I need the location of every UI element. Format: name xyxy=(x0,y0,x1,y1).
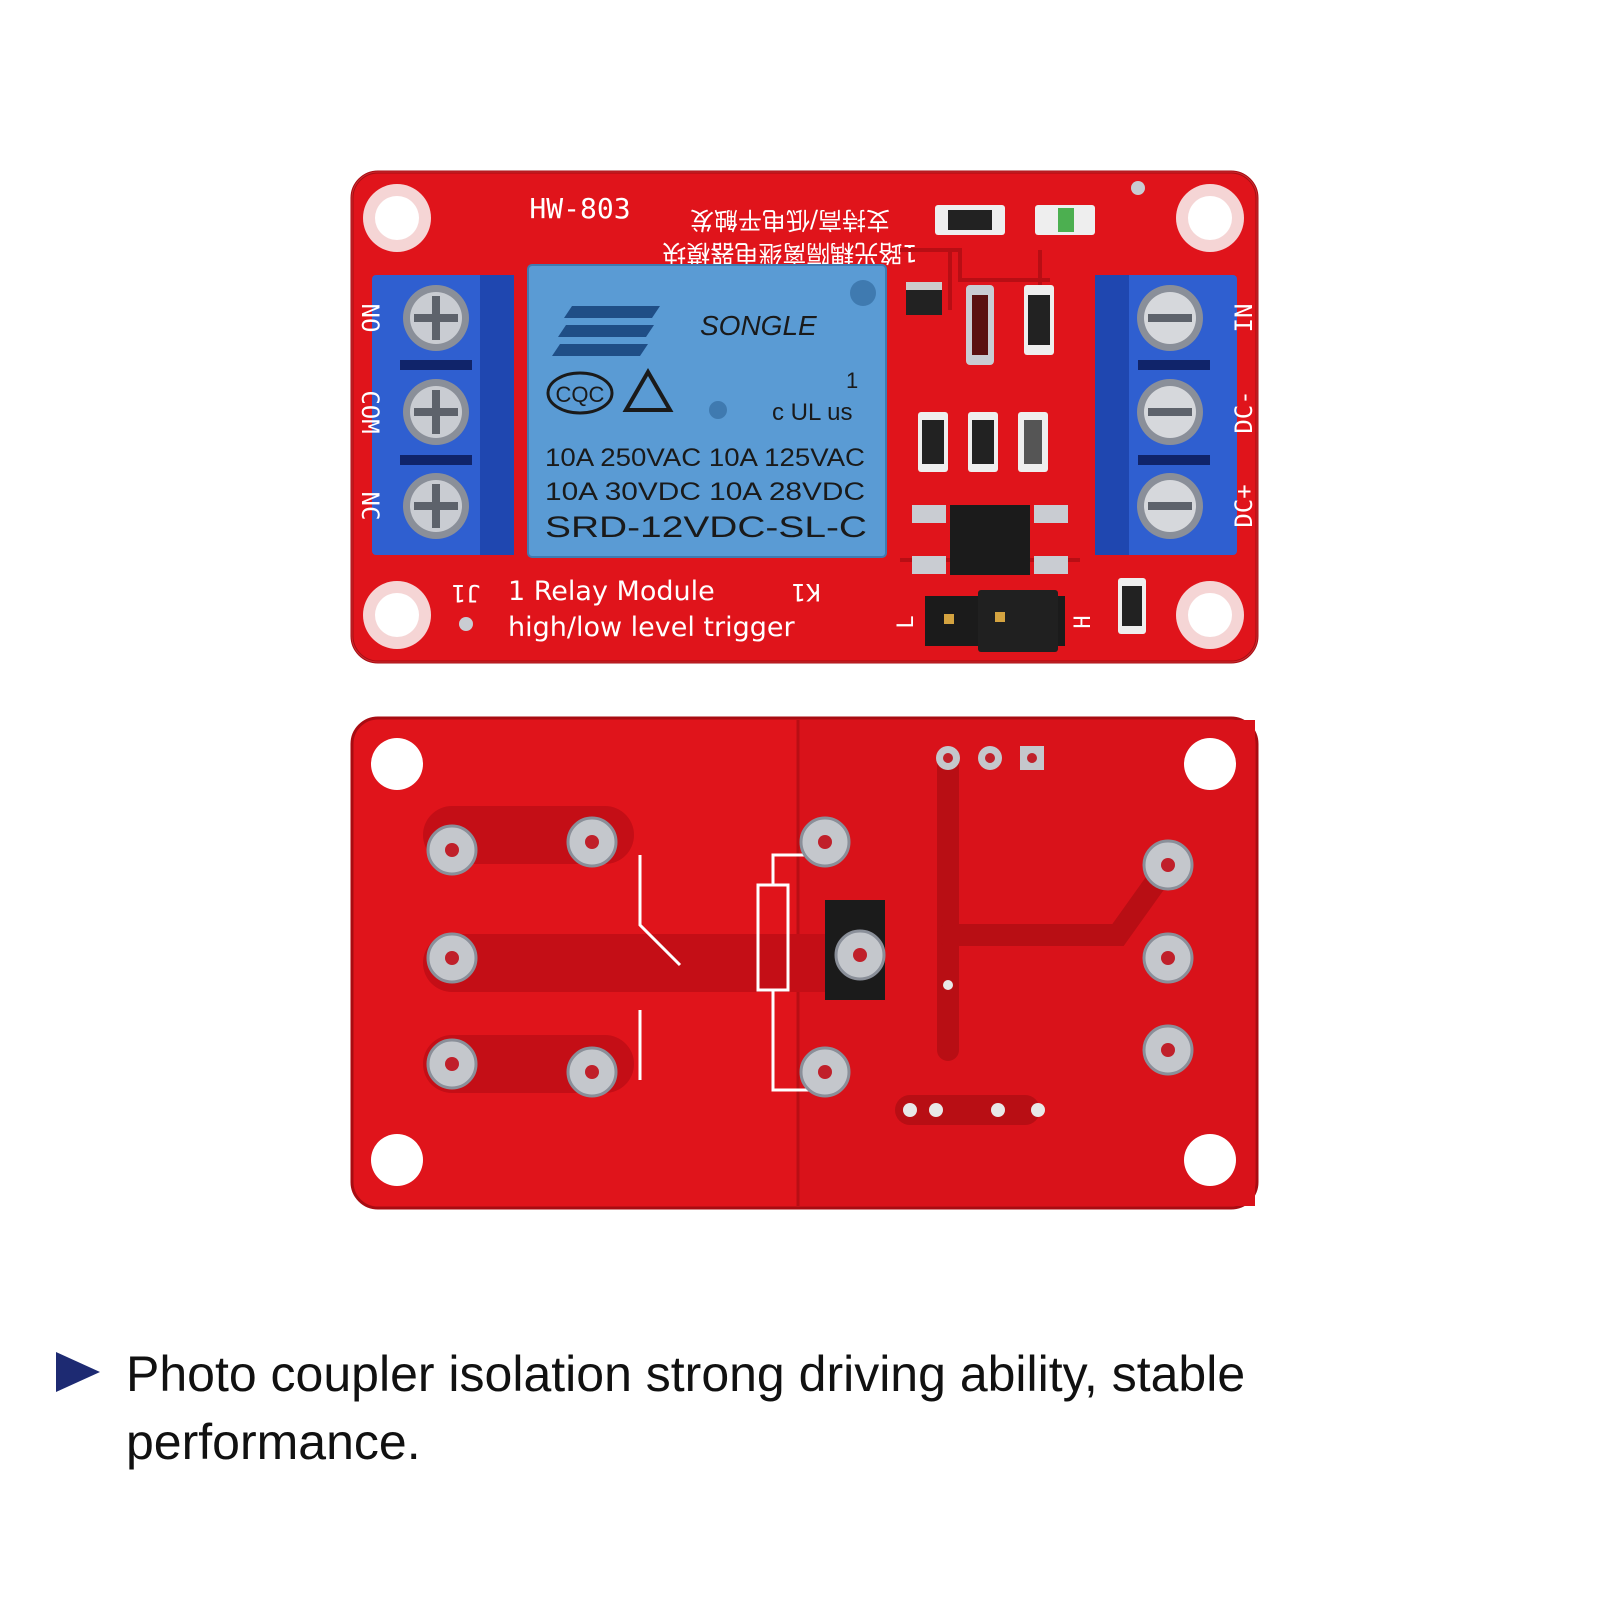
mounting-hole xyxy=(363,581,431,649)
board-model-label: HW-803 xyxy=(529,192,630,225)
terminal-screw xyxy=(403,473,469,539)
product-photo: HW-803 支持高/低电平触发 1路光耦隔离继电器模块 NO COM NC xyxy=(350,170,1259,1210)
trigger-jumper xyxy=(925,590,1065,652)
solder-joint xyxy=(1020,746,1044,770)
via xyxy=(903,1103,917,1117)
right-terminal-block xyxy=(1095,275,1237,555)
terminal-label-com: COM xyxy=(356,390,384,433)
solder-joint xyxy=(1142,839,1194,891)
via xyxy=(943,980,953,990)
solder-joint xyxy=(799,816,851,868)
via xyxy=(991,1103,1005,1117)
solder-joint xyxy=(936,746,960,770)
solder-joint xyxy=(566,816,618,868)
relay-rating-line2: 10A 30VDC 10A 28VDC xyxy=(545,478,865,506)
solder-joint xyxy=(1142,1024,1194,1076)
mounting-hole xyxy=(371,1134,423,1186)
solder-joint xyxy=(426,1038,478,1090)
solder-joint xyxy=(426,824,478,876)
relay-board-back xyxy=(350,716,1259,1210)
terminal-label-no: NO xyxy=(356,304,384,333)
terminal-label-in: IN xyxy=(1230,304,1258,333)
mounting-hole xyxy=(1184,738,1236,790)
solder-joint xyxy=(978,746,1002,770)
chinese-title-line2: 支持高/低电平触发 xyxy=(690,206,890,234)
jumper-label-low: L xyxy=(894,615,919,628)
cqc-logo-icon: CQC xyxy=(546,371,614,415)
relay-model: SRD-12VDC-SL-C xyxy=(545,511,867,544)
solder-joint xyxy=(426,932,478,984)
terminal-label-nc: NC xyxy=(356,492,384,521)
mounting-hole xyxy=(363,184,431,252)
solder-joint xyxy=(799,1046,851,1098)
chinese-title-line1: 1路光耦隔离继电器模块 xyxy=(662,239,917,267)
terminal-screw xyxy=(1137,379,1203,445)
terminal-screw xyxy=(403,285,469,351)
terminal-screw xyxy=(403,379,469,445)
solder-joint xyxy=(566,1046,618,1098)
triangle-bullet-icon xyxy=(56,1352,100,1392)
terminal-label-dc-minus: DC- xyxy=(1230,390,1258,433)
songle-logo-icon xyxy=(552,306,660,356)
triangle-cert-icon xyxy=(622,368,674,412)
terminal-screw xyxy=(1137,473,1203,539)
ul-logo-icon: c UL us xyxy=(772,399,852,426)
terminal-screw xyxy=(1137,285,1203,351)
relay-rating-line1: 10A 250VAC 10A 125VAC xyxy=(545,444,865,472)
silkscreen-line1: 1 Relay Module xyxy=(508,576,715,607)
terminal-ref-j1: J1 xyxy=(452,579,481,607)
relay-board-front: HW-803 支持高/低电平触发 1路光耦隔离继电器模块 NO COM NC xyxy=(350,170,1259,664)
mounting-hole xyxy=(371,738,423,790)
mounting-hole xyxy=(1176,184,1244,252)
smd-components xyxy=(459,181,1146,634)
relay-component: SONGLE CQC c UL us 1 10A 250VAC 10A 125V… xyxy=(527,264,887,558)
relay-brand: SONGLE xyxy=(700,310,817,341)
relay-ul-mark: c UL us xyxy=(772,399,852,426)
relay-ref-k1: K1 xyxy=(792,578,821,606)
relay-cert-cqc: CQC xyxy=(556,382,605,407)
solder-joint xyxy=(834,929,886,981)
mounting-hole xyxy=(1176,581,1244,649)
left-terminal-block xyxy=(372,275,514,555)
silkscreen-line2: high/low level trigger xyxy=(508,612,796,643)
solder-joint xyxy=(1142,932,1194,984)
terminal-label-dc-plus: DC+ xyxy=(1230,484,1258,527)
via xyxy=(1031,1103,1045,1117)
relay-ul-number: 1 xyxy=(846,368,858,393)
via xyxy=(929,1103,943,1117)
caption-text: Photo coupler isolation strong driving a… xyxy=(126,1346,1246,1470)
jumper-label-high: H xyxy=(1071,615,1096,628)
mounting-hole xyxy=(1184,1134,1236,1186)
